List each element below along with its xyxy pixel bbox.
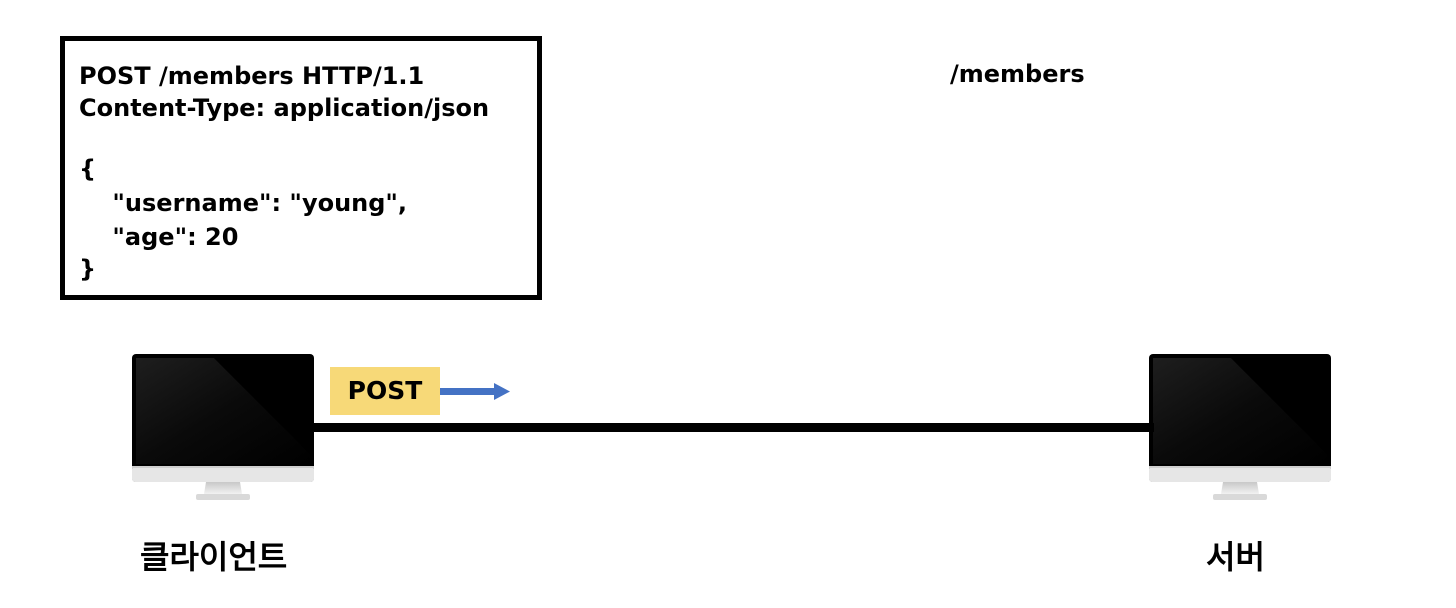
header-line: Content-Type: application/json [79,94,490,122]
server-monitor-icon [1149,354,1331,504]
network-connection-line [312,423,1154,432]
resource-path-label: /members [950,60,1085,88]
request-direction-arrow-icon [440,382,512,406]
http-method-badge: POST [330,367,440,415]
body-close-brace: } [79,255,97,283]
http-request-box: POST /members HTTP/1.1 Content-Type: app… [60,36,542,300]
server-label: 서버 [1206,538,1265,576]
request-line: POST /members HTTP/1.1 [79,62,425,90]
body-username-line: "username": "young", [79,189,408,217]
client-label: 클라이언트 [140,538,288,576]
body-age-line: "age": 20 [79,223,239,251]
body-open-brace: { [79,155,97,183]
client-monitor-icon [132,354,314,504]
